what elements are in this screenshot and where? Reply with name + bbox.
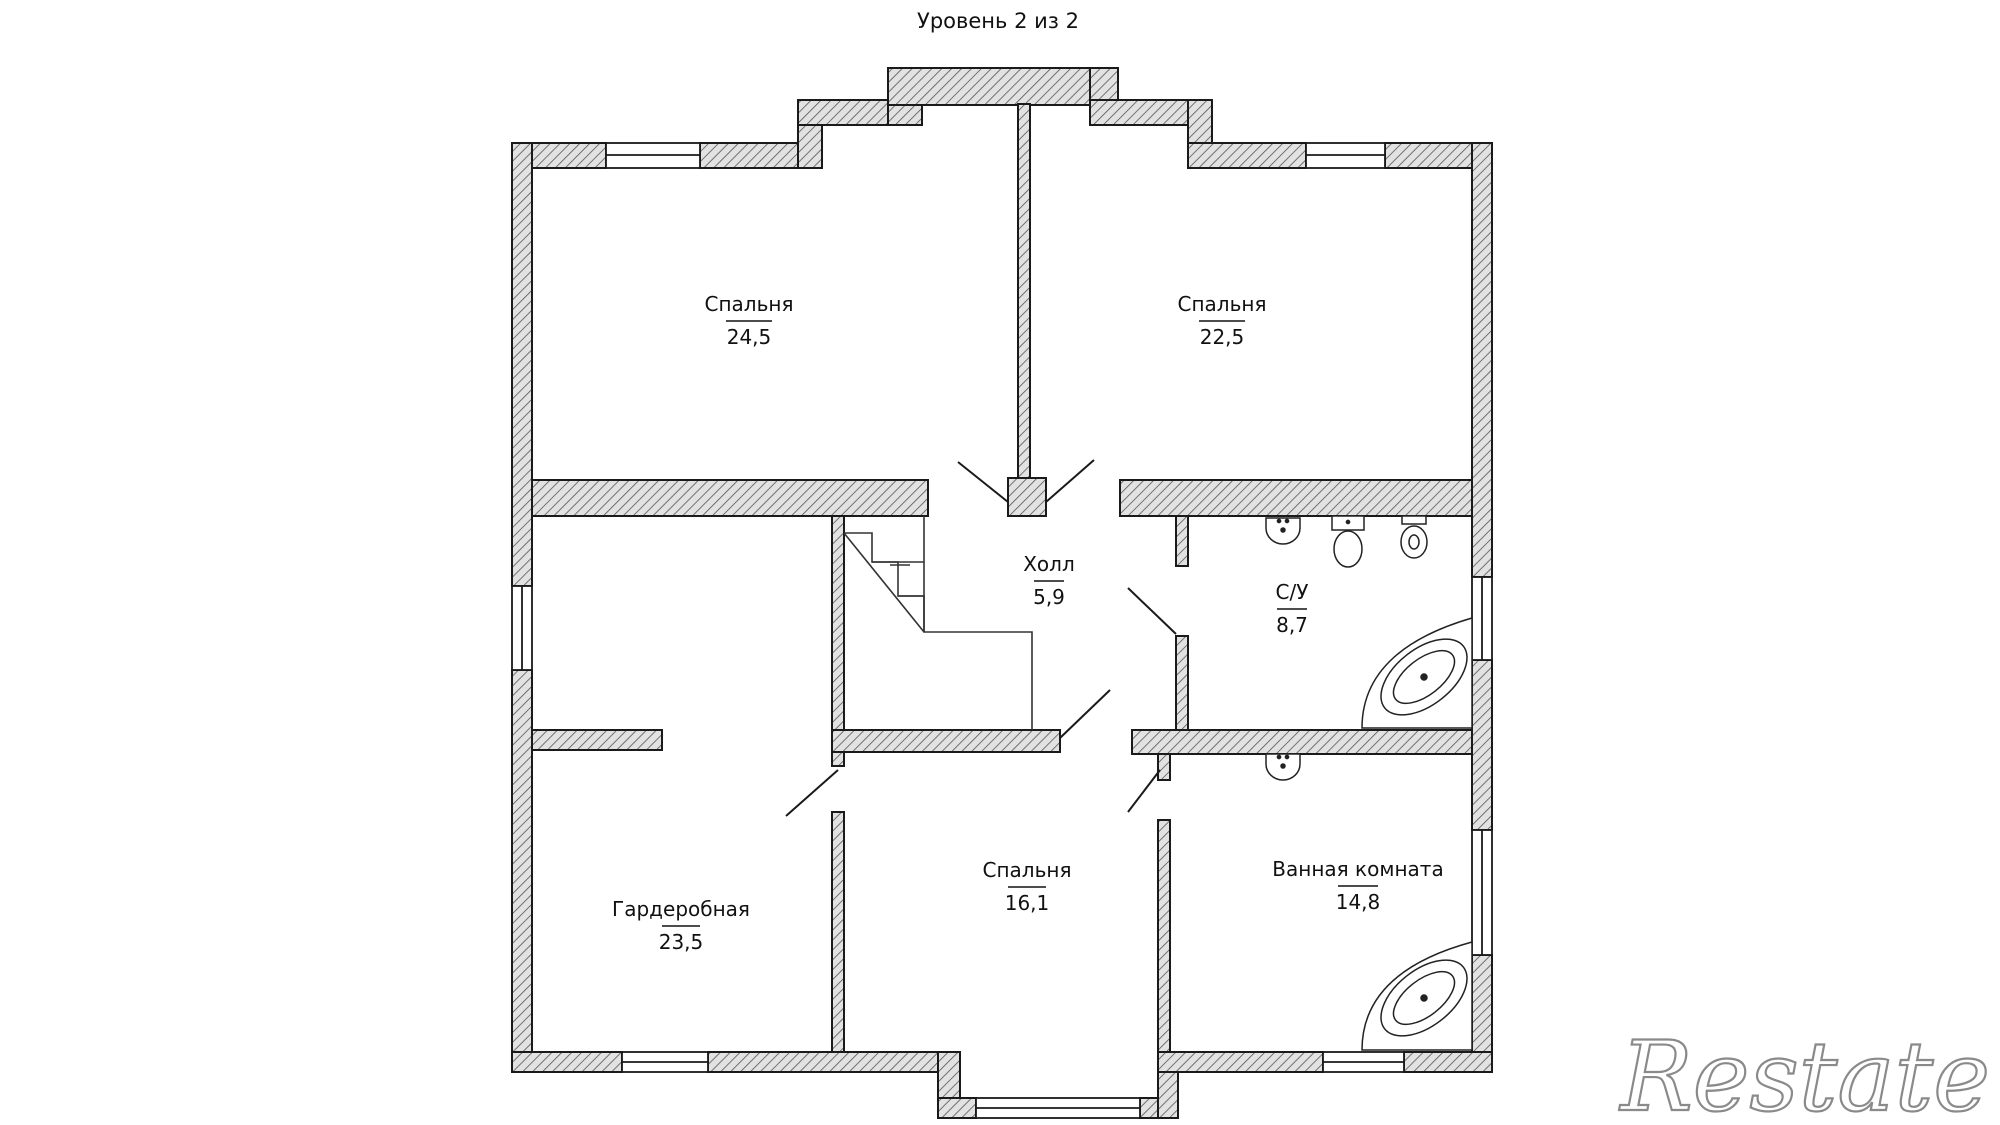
door-swing: [1127, 587, 1177, 635]
sink-icon: [1265, 753, 1301, 781]
wall-segment: [1157, 753, 1171, 781]
room-area: 8,7: [1276, 613, 1308, 637]
bidet-icon: [1400, 515, 1428, 559]
wall-segment: [831, 811, 845, 1053]
stairs: [843, 516, 1033, 730]
wall-segment: [1403, 1051, 1493, 1073]
room-area: 23,5: [659, 930, 704, 954]
wall-segment: [511, 669, 533, 1073]
wall-segment: [831, 515, 845, 767]
door-swing: [1045, 459, 1095, 503]
room-label-bedroom-s: Спальня 16,1: [983, 858, 1072, 915]
wall-segment: [1175, 635, 1189, 731]
room-label-bedroom-nw: Спальня 24,5: [705, 292, 794, 349]
wall-segment: [1471, 142, 1493, 578]
room-label-wc: С/У 8,7: [1276, 580, 1309, 637]
wall-segment: [1157, 819, 1171, 1053]
door-swing: [785, 769, 839, 817]
room-name: Спальня: [1178, 292, 1267, 316]
room-name: Ванная комната: [1272, 857, 1443, 881]
room-name: Спальня: [983, 858, 1072, 882]
wall-segment: [887, 67, 1119, 106]
windows: [511, 142, 1493, 1119]
wall-segment: [531, 729, 663, 751]
level-title: Уровень 2 из 2: [917, 9, 1079, 33]
wall-segment: [831, 729, 1061, 753]
fixtures: [1265, 515, 1473, 1051]
toilet-icon: [1331, 515, 1365, 568]
room-name: Холл: [1023, 552, 1075, 576]
wall-segment: [511, 142, 533, 587]
room-label-wardrobe: Гардеробная 23,5: [612, 897, 750, 954]
wall-segment: [707, 1051, 961, 1073]
room-label-bathroom: Ванная комната 14,8: [1272, 857, 1443, 914]
column: [1007, 477, 1047, 517]
watermark-logo: Restate: [1618, 1021, 1990, 1125]
door-swing: [957, 461, 1009, 503]
walls: [511, 67, 1493, 1119]
room-area: 16,1: [1005, 891, 1050, 915]
wall-segment: [1131, 729, 1473, 755]
wall-segment: [1017, 103, 1031, 481]
wall-segment: [1187, 142, 1307, 169]
wall-segment: [1119, 479, 1473, 517]
room-label-bedroom-ne: Спальня 22,5: [1178, 292, 1267, 349]
room-area: 5,9: [1033, 585, 1065, 609]
wall-segment: [1175, 515, 1189, 567]
door-swing: [1059, 689, 1111, 739]
wall-segment: [937, 1097, 977, 1119]
doors: [785, 459, 1177, 817]
wall-segment: [531, 479, 929, 517]
bathtub-icon: [1361, 617, 1473, 729]
room-name: С/У: [1276, 580, 1309, 604]
bathtub-icon: [1361, 941, 1473, 1051]
wall-segment: [511, 1051, 623, 1073]
wall-segment: [1157, 1051, 1324, 1073]
sink-icon: [1265, 517, 1301, 545]
room-area: 24,5: [727, 325, 772, 349]
room-label-hall: Холл 5,9: [1023, 552, 1075, 609]
wall-segment: [1471, 659, 1493, 831]
room-area: 14,8: [1336, 890, 1381, 914]
door-swing: [1127, 769, 1161, 813]
room-labels: Спальня 24,5 Спальня 22,5 Холл 5,9 С/У 8…: [612, 292, 1444, 954]
room-name: Гардеробная: [612, 897, 750, 921]
room-name: Спальня: [705, 292, 794, 316]
room-area: 22,5: [1200, 325, 1245, 349]
